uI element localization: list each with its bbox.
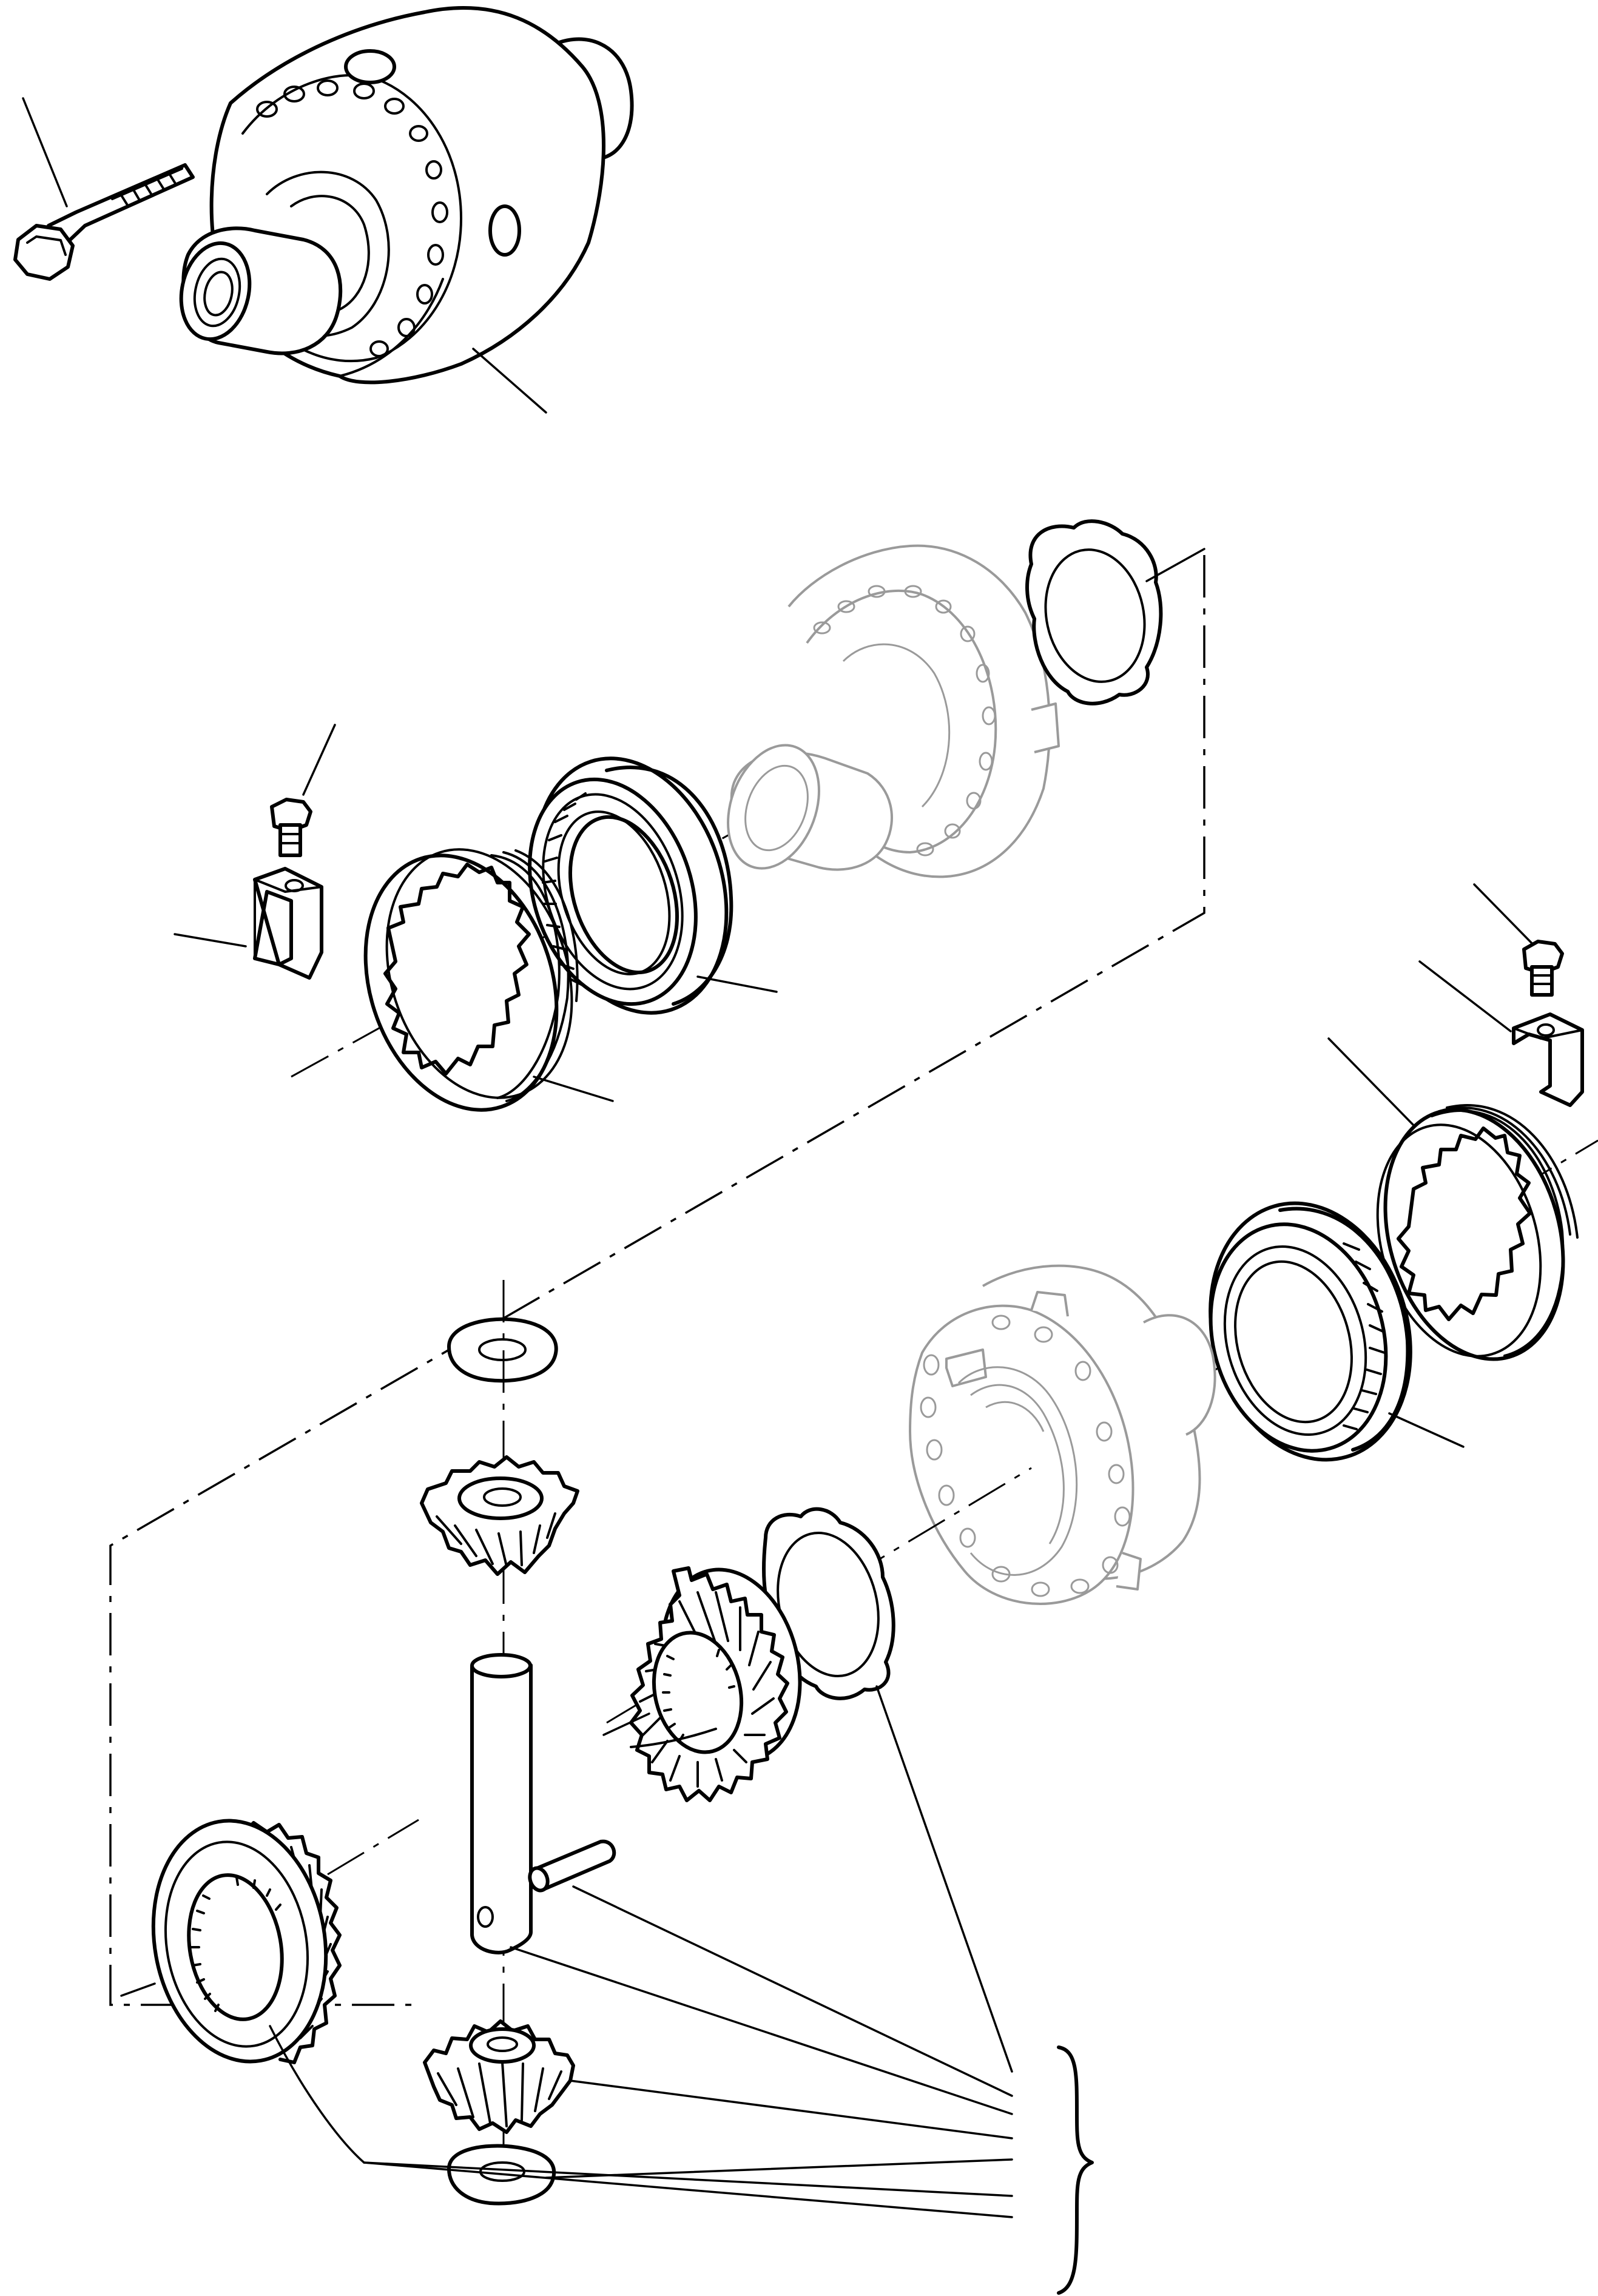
pinion-shaft xyxy=(470,1653,533,1954)
leader-side-gear-lower xyxy=(269,2025,1013,2197)
leader-assembly-bolt xyxy=(22,97,68,207)
leader-side-gear-lower-axis xyxy=(120,1982,156,1997)
leader-planet-pinion xyxy=(569,2079,1013,2139)
leader-lock-plate-right xyxy=(1418,960,1512,1032)
assembly-bolt xyxy=(13,163,195,281)
differential-assembly xyxy=(179,6,634,385)
leader-lock-plate-left xyxy=(174,933,247,948)
pinion-washer-top xyxy=(447,1317,558,1383)
leader-lock-screw-right xyxy=(1473,883,1533,944)
thrust-washer-upper xyxy=(1025,519,1163,705)
planet-pinion-bottom xyxy=(423,2019,575,2134)
leader-side-gear-lower-2 xyxy=(363,2161,1013,2218)
kit-brace xyxy=(1057,2045,1094,2295)
lock-screw-left xyxy=(270,798,312,857)
leader-adjusting-ring-nut-left xyxy=(533,1076,614,1102)
adjusting-ring-nut-left xyxy=(363,848,579,1112)
side-gear-lower xyxy=(151,1819,342,2064)
leader-side-gear-upper xyxy=(602,1712,650,1736)
leader-taper-roller-bearing-left xyxy=(696,975,778,993)
leader-lock-screw-left xyxy=(302,724,336,796)
leader-taper-roller-bearing-right xyxy=(1388,1412,1465,1448)
lock-plate-right xyxy=(1512,1012,1584,1107)
planet-pinion-top xyxy=(420,1455,579,1576)
differential-case-half-right xyxy=(727,544,1060,878)
leader-differential-assembly xyxy=(472,348,547,414)
leader-pinion-shaft xyxy=(510,1946,1013,2115)
side-gear-upper xyxy=(629,1566,802,1802)
flange-bolt-holes xyxy=(256,79,448,357)
taper-roller-bearing-right xyxy=(1209,1201,1412,1462)
side-gear-axis xyxy=(327,1819,419,1876)
lock-screw-right xyxy=(1522,940,1564,997)
leader-roll-pin xyxy=(572,1885,1013,2097)
taper-roller-bearing-left xyxy=(528,756,733,1015)
leader-adjusting-ring-nut-right xyxy=(1327,1037,1415,1126)
roll-pin xyxy=(528,1839,616,1893)
differential-case-half-left xyxy=(909,1264,1216,1605)
leader-pinion-washer xyxy=(545,2158,1013,2179)
lock-plate-left xyxy=(253,867,323,980)
adjusting-ring-nut-right xyxy=(1376,1104,1579,1361)
leader-thrust-washer-upper xyxy=(1145,548,1205,582)
leader-side-gear-thrust-washer xyxy=(875,1685,1013,2073)
